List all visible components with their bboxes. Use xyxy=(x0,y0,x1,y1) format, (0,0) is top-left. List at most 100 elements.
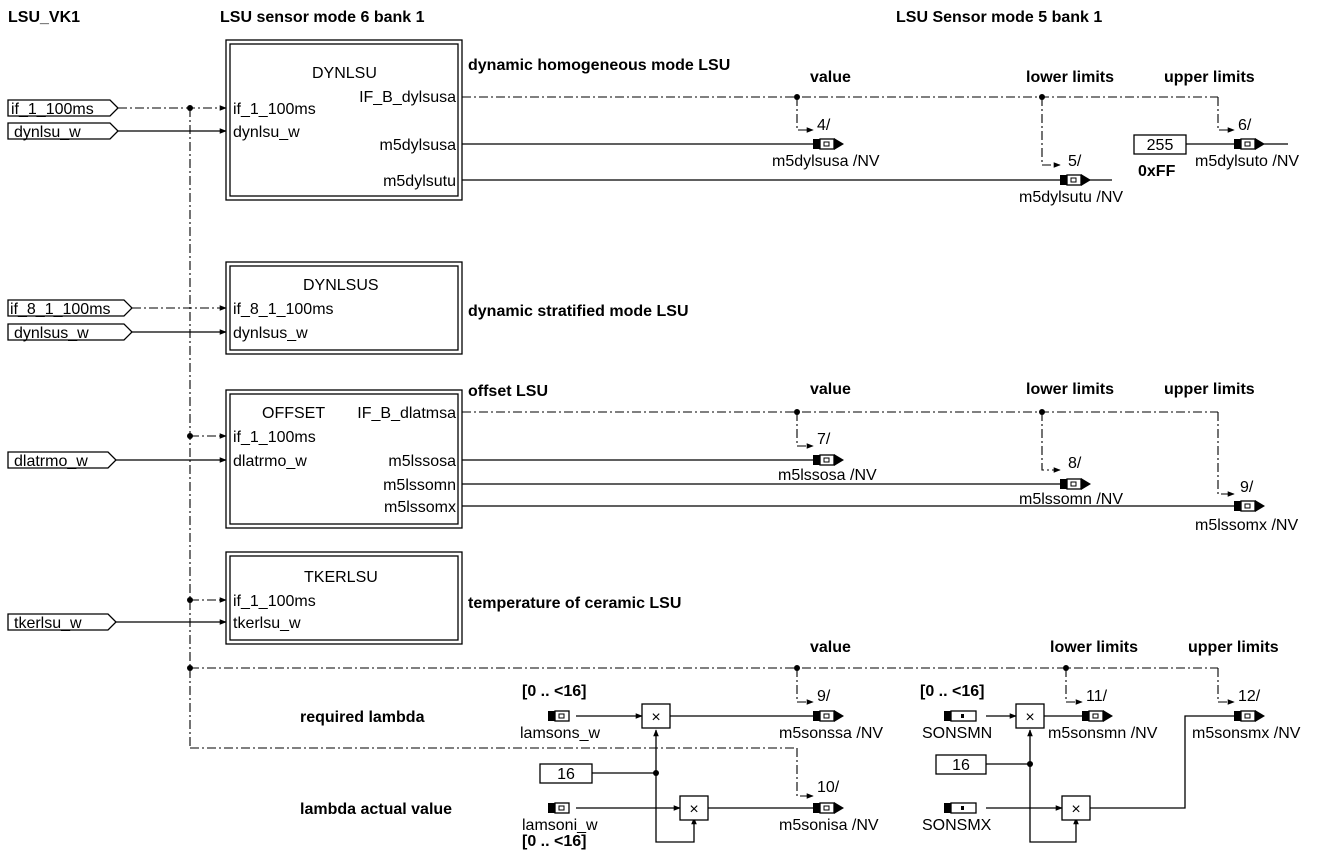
output-m5sonisa[interactable]: 10/ m5sonisa /NV xyxy=(779,779,879,834)
output-number: 12/ xyxy=(1238,688,1261,705)
port-in: dynlsus_w xyxy=(233,325,308,342)
col-upper: upper limits xyxy=(1164,69,1255,86)
port-in: dynlsu_w xyxy=(233,124,300,141)
output-label: m5lssomn /NV xyxy=(1019,491,1123,508)
output-m5dylsutu[interactable]: 5/ m5dylsutu /NV xyxy=(1019,153,1123,206)
multiplier-actual: × xyxy=(679,795,709,821)
caption-offset: offset LSU xyxy=(468,383,548,400)
constant-value: 255 xyxy=(1147,137,1174,154)
input-label: tkerlsu_w xyxy=(14,615,82,632)
block-title: TKERLSU xyxy=(304,569,378,586)
output-label: m5lssosa /NV xyxy=(778,467,877,484)
output-number: 9/ xyxy=(817,688,831,705)
output-m5dylsusa[interactable]: 4/ m5dylsusa /NV xyxy=(772,117,880,170)
block-title: DYNLSUS xyxy=(303,277,379,294)
block-dynlsu[interactable]: DYNLSU if_1_100ms dynlsu_w IF_B_dylsusa … xyxy=(225,39,463,201)
output-label: m5dylsusa /NV xyxy=(772,153,880,170)
port-out: m5dylsusa xyxy=(380,137,457,154)
output-m5sonsmx[interactable]: 12/ m5sonsmx /NV xyxy=(1192,688,1301,742)
input-label: dynlsu_w xyxy=(14,124,81,141)
block-dynlsus[interactable]: DYNLSUS if_8_1_100ms dynlsus_w xyxy=(225,261,463,355)
caption-dynlsu: dynamic homogeneous mode LSU xyxy=(468,57,730,74)
input-tkerlsu-w[interactable]: tkerlsu_w xyxy=(7,613,117,632)
output-m5dylsuto[interactable]: 6/ m5dylsuto /NV xyxy=(1195,117,1299,170)
block-tkerlsu[interactable]: TKERLSU if_1_100ms tkerlsu_w xyxy=(225,551,463,645)
output-m5lssosa[interactable]: 7/ m5lssosa /NV xyxy=(778,431,877,484)
output-label: m5dylsutu /NV xyxy=(1019,189,1123,206)
output-number: 11/ xyxy=(1086,688,1108,705)
col-value: value xyxy=(810,639,851,656)
port-in: if_1_100ms xyxy=(233,429,316,446)
input-label: dlatrmo_w xyxy=(14,453,88,470)
input-wiring xyxy=(116,105,1218,749)
multiply-icon: × xyxy=(1025,709,1034,726)
input-if-8-1-100ms[interactable]: if_8_1_100ms xyxy=(7,299,133,318)
dynlsu-output-wiring xyxy=(462,94,1288,181)
mode5-title: LSU Sensor mode 5 bank 1 xyxy=(896,9,1102,26)
constant-value: 16 xyxy=(557,766,575,783)
output-label: m5sonsmx /NV xyxy=(1192,725,1301,742)
input-label: if_8_1_100ms xyxy=(10,301,111,318)
constant-value: 16 xyxy=(952,757,970,774)
input-label: lamsons_w xyxy=(520,725,600,742)
constant-hex: 0xFF xyxy=(1138,163,1176,180)
col-lower: lower limits xyxy=(1026,381,1114,398)
input-if-1-100ms[interactable]: if_1_100ms xyxy=(7,99,119,118)
col-value: value xyxy=(810,69,851,86)
input-dynlsu-w[interactable]: dynlsu_w xyxy=(7,122,119,141)
input-dlatrmo-w[interactable]: dlatrmo_w xyxy=(7,451,117,470)
port-out: IF_B_dylsusa xyxy=(359,89,456,106)
multiply-icon: × xyxy=(689,801,698,818)
col-value: value xyxy=(810,381,851,398)
param-sonsmn[interactable]: SONSMN xyxy=(922,710,992,742)
block-offset[interactable]: OFFSET if_1_100ms dlatrmo_w IF_B_dlatmsa… xyxy=(225,389,463,529)
constant-255: 255 0xFF xyxy=(1133,134,1187,180)
output-number: 4/ xyxy=(817,117,831,134)
multiplier-max: × xyxy=(1061,795,1091,821)
output-label: m5dylsuto /NV xyxy=(1195,153,1299,170)
range-lamsons: [0 .. <16] xyxy=(522,683,586,700)
caption-dynlsus: dynamic stratified mode LSU xyxy=(468,303,689,320)
port-in: if_8_1_100ms xyxy=(233,301,334,318)
port-out: m5lssosa xyxy=(388,453,456,470)
input-label: lamsoni_w xyxy=(522,817,598,834)
output-number: 9/ xyxy=(1240,479,1254,496)
multiply-icon: × xyxy=(651,709,660,726)
param-label: SONSMN xyxy=(922,725,992,742)
range-lamsoni: [0 .. <16] xyxy=(522,833,586,850)
output-label: m5sonsmn /NV xyxy=(1048,725,1158,742)
input-label: dynlsus_w xyxy=(14,325,89,342)
offset-output-wiring xyxy=(462,409,1235,507)
port-in: tkerlsu_w xyxy=(233,615,301,632)
multiply-icon: × xyxy=(1071,801,1080,818)
block-title: DYNLSU xyxy=(312,65,377,82)
port-in: if_1_100ms xyxy=(233,593,316,610)
port-out: m5dylsutu xyxy=(383,173,456,190)
input-dynlsus-w[interactable]: dynlsus_w xyxy=(7,323,133,342)
input-lamsons-w[interactable]: lamsons_w xyxy=(520,710,600,742)
multiplier-required: × xyxy=(641,703,671,729)
sheet-id: LSU_VK1 xyxy=(8,9,80,26)
output-m5sonssa[interactable]: 9/ m5sonssa /NV xyxy=(779,688,883,742)
port-out: m5lssomx xyxy=(384,499,456,516)
port-out: IF_B_dlatmsa xyxy=(357,405,456,422)
range-sonsmn: [0 .. <16] xyxy=(920,683,984,700)
lambda-wiring xyxy=(576,665,1235,843)
caption-tkerlsu: temperature of ceramic LSU xyxy=(468,595,681,612)
col-upper: upper limits xyxy=(1164,381,1255,398)
param-sonsmx[interactable]: SONSMX xyxy=(922,802,992,834)
constant-16-left: 16 xyxy=(539,763,593,784)
output-number: 5/ xyxy=(1068,153,1082,170)
port-in: dlatrmo_w xyxy=(233,453,307,470)
output-number: 6/ xyxy=(1238,117,1252,134)
constant-16-right: 16 xyxy=(935,754,987,775)
output-number: 7/ xyxy=(817,431,831,448)
port-out: m5lssomn xyxy=(383,477,456,494)
label-actual-lambda: lambda actual value xyxy=(300,801,452,818)
output-m5lssomn[interactable]: 8/ m5lssomn /NV xyxy=(1019,455,1123,508)
col-lower: lower limits xyxy=(1026,69,1114,86)
output-m5lssomx[interactable]: 9/ m5lssomx /NV xyxy=(1195,479,1298,534)
output-m5sonsmn[interactable]: 11/ m5sonsmn /NV xyxy=(1048,688,1158,742)
input-lamsoni-w[interactable]: lamsoni_w xyxy=(522,802,598,834)
